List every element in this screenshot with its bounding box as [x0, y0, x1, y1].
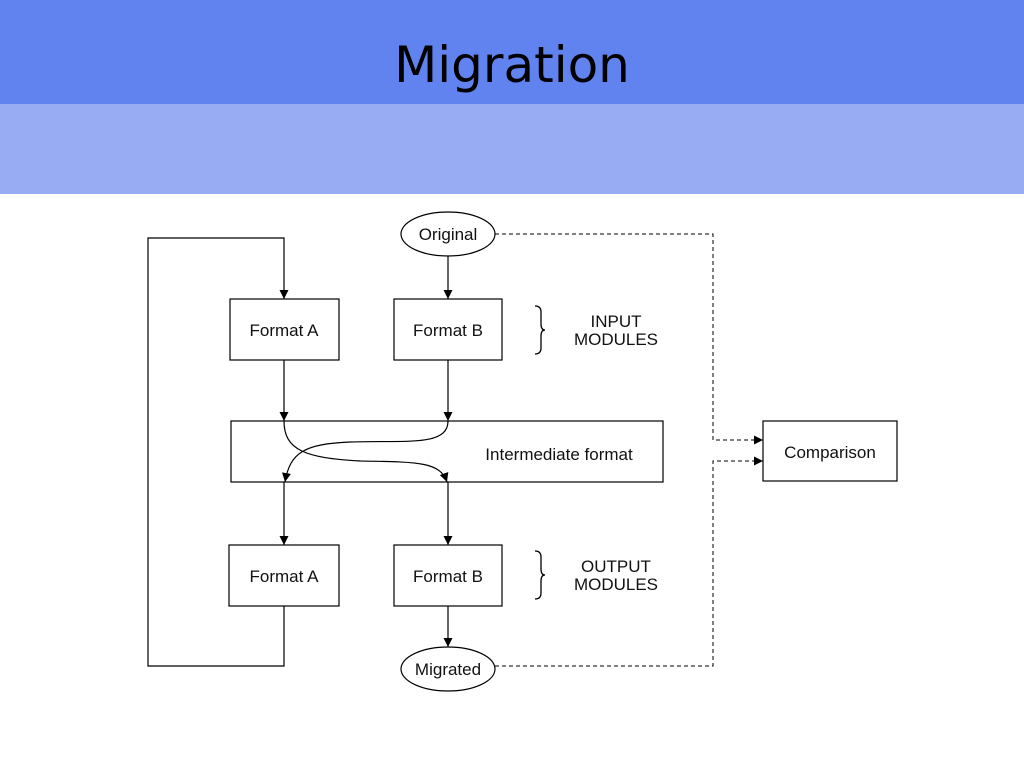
original-node: Original	[400, 211, 496, 257]
intermediate-format-label: Intermediate format	[485, 445, 633, 464]
input-format-b-node: Format B	[393, 298, 503, 361]
output-format-a-label: Format A	[250, 567, 320, 586]
output-modules-label-line1: OUTPUT	[581, 557, 651, 576]
input-brace	[534, 305, 546, 355]
title-band	[0, 0, 1024, 104]
intermediate-format-node: Intermediate format	[230, 420, 664, 483]
input-format-a-node: Format A	[229, 298, 340, 361]
comparison-label: Comparison	[784, 443, 876, 462]
comparison-node: Comparison	[762, 420, 898, 482]
output-format-b-node: Format B	[393, 544, 503, 607]
migrated-label: Migrated	[415, 660, 481, 679]
curve-b-to-a	[282, 420, 449, 483]
original-label: Original	[419, 225, 478, 244]
input-modules-label-line2: MODULES	[574, 330, 658, 349]
output-modules-label-line2: MODULES	[574, 575, 658, 594]
subtitle-band	[0, 104, 1024, 194]
slide-title: Migration	[394, 36, 630, 94]
input-format-b-label: Format B	[413, 321, 483, 340]
dashed-migrated-to-comparison	[495, 456, 763, 667]
input-format-a-label: Format A	[250, 321, 320, 340]
dashed-original-to-comparison	[495, 233, 763, 445]
output-format-a-node: Format A	[228, 544, 340, 607]
migrated-node: Migrated	[400, 646, 496, 692]
output-brace	[534, 550, 546, 600]
output-format-b-label: Format B	[413, 567, 483, 586]
feedback-loop	[147, 237, 289, 667]
input-modules-label-line1: INPUT	[591, 312, 642, 331]
curve-a-to-b	[283, 420, 449, 483]
